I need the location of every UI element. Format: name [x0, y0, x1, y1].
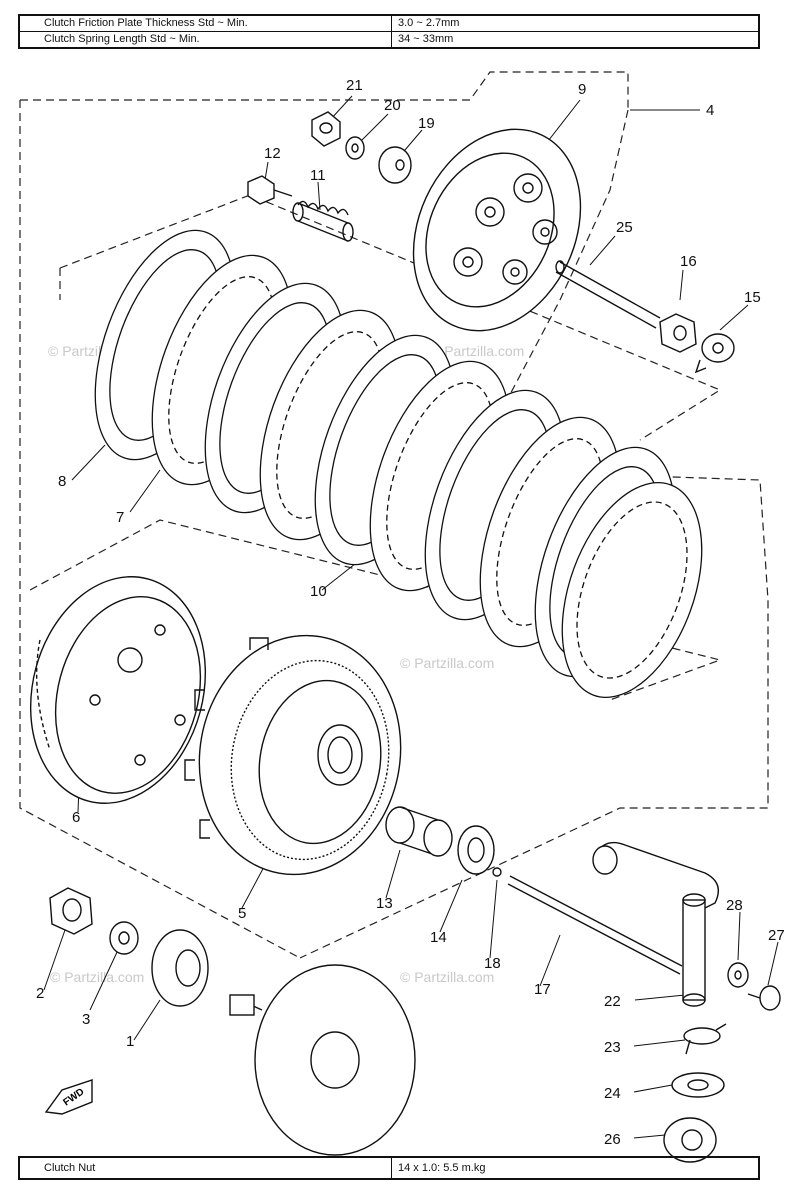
spec-row: Clutch Nut 14 x 1.0: 5.5 m.kg: [18, 1156, 760, 1180]
watermark: © Partzilla.com: [50, 969, 144, 985]
part-14-thrust-washer: [457, 825, 495, 875]
part-20-washer: [345, 136, 365, 160]
callout: 16: [680, 253, 697, 270]
callout: 3: [82, 1011, 90, 1028]
part-11-spring: [292, 200, 354, 242]
callout: 7: [116, 509, 124, 526]
callout: 1: [126, 1033, 134, 1050]
part-27-screw: [747, 985, 781, 1011]
spec-label: Clutch Spring Length Std ~ Min.: [18, 31, 392, 49]
spec-row: Clutch Friction Plate Thickness Std ~ Mi…: [18, 14, 760, 32]
callout: 4: [706, 102, 714, 119]
callout: 2: [36, 985, 44, 1002]
callout: 12: [264, 145, 281, 162]
callout: 5: [238, 905, 246, 922]
callout: 27: [768, 927, 785, 944]
callout: 9: [578, 81, 586, 98]
callout-numbers: 1 2 4 3 5 6 7 8 9 10 11 12 13 14 15 16 1…: [36, 77, 785, 1148]
spec-table-bottom: Clutch Nut 14 x 1.0: 5.5 m.kg: [18, 1156, 760, 1180]
watermark: © Partzilla.com: [400, 969, 494, 985]
callout: 17: [534, 981, 551, 998]
callout: 19: [418, 115, 435, 132]
callout: 20: [384, 97, 401, 114]
leader-lines: [43, 95, 779, 1139]
callout: 10: [310, 583, 327, 600]
watermark: © Partzilla.com: [400, 655, 494, 671]
part-2-clutch-nut: [49, 887, 93, 935]
callout: 15: [744, 289, 761, 306]
part-3-lock-washer: [109, 921, 139, 955]
callout: 24: [604, 1085, 621, 1102]
part-23-spring: [683, 1023, 727, 1055]
callout: 21: [346, 77, 363, 94]
part-19-collar: [378, 146, 412, 184]
callout: 23: [604, 1039, 621, 1056]
part-28-washer: [727, 962, 749, 988]
spec-row: Clutch Spring Length Std ~ Min. 34 ~ 33m…: [18, 31, 760, 49]
callout: 22: [604, 993, 621, 1010]
callout: 26: [604, 1131, 621, 1148]
callout: 25: [616, 219, 633, 236]
part-9-pressure-plate: [412, 128, 582, 332]
parts: [29, 111, 781, 1163]
part-5-clutch-housing: [184, 634, 402, 876]
callout: 13: [376, 895, 393, 912]
fwd-arrow-icon: [44, 1079, 93, 1115]
part-12-bolt: [247, 175, 293, 205]
part-21-nut: [311, 111, 341, 147]
spec-table-top: Clutch Friction Plate Thickness Std ~ Mi…: [18, 14, 760, 49]
spec-value: 14 x 1.0: 5.5 m.kg: [391, 1156, 760, 1180]
spec-value: 34 ~ 33mm: [391, 31, 760, 49]
spec-label: Clutch Nut: [18, 1156, 392, 1180]
callout: 8: [58, 473, 66, 490]
callout: 11: [310, 167, 326, 184]
part-6-clutch-boss: [29, 576, 207, 804]
friction-plates: [94, 229, 703, 699]
part-18-ball: [492, 867, 502, 877]
callout: 14: [430, 929, 447, 946]
part-25-push-rod: [555, 260, 661, 329]
crank-drum: [229, 964, 416, 1156]
callout: 28: [726, 897, 743, 914]
part-17-push-rod: [507, 875, 683, 975]
part-13-spacer: [385, 806, 453, 857]
watermark: © Partzilla.com: [430, 343, 524, 359]
part-15-lock-washer: [694, 333, 735, 374]
callout: 6: [72, 809, 80, 826]
part-22-push-lever: [592, 841, 719, 1007]
part-1-primary-drive-gear: [151, 929, 209, 1007]
callout: 18: [484, 955, 501, 972]
part-24-washer: [671, 1072, 725, 1098]
part-16-nut: [659, 313, 697, 353]
